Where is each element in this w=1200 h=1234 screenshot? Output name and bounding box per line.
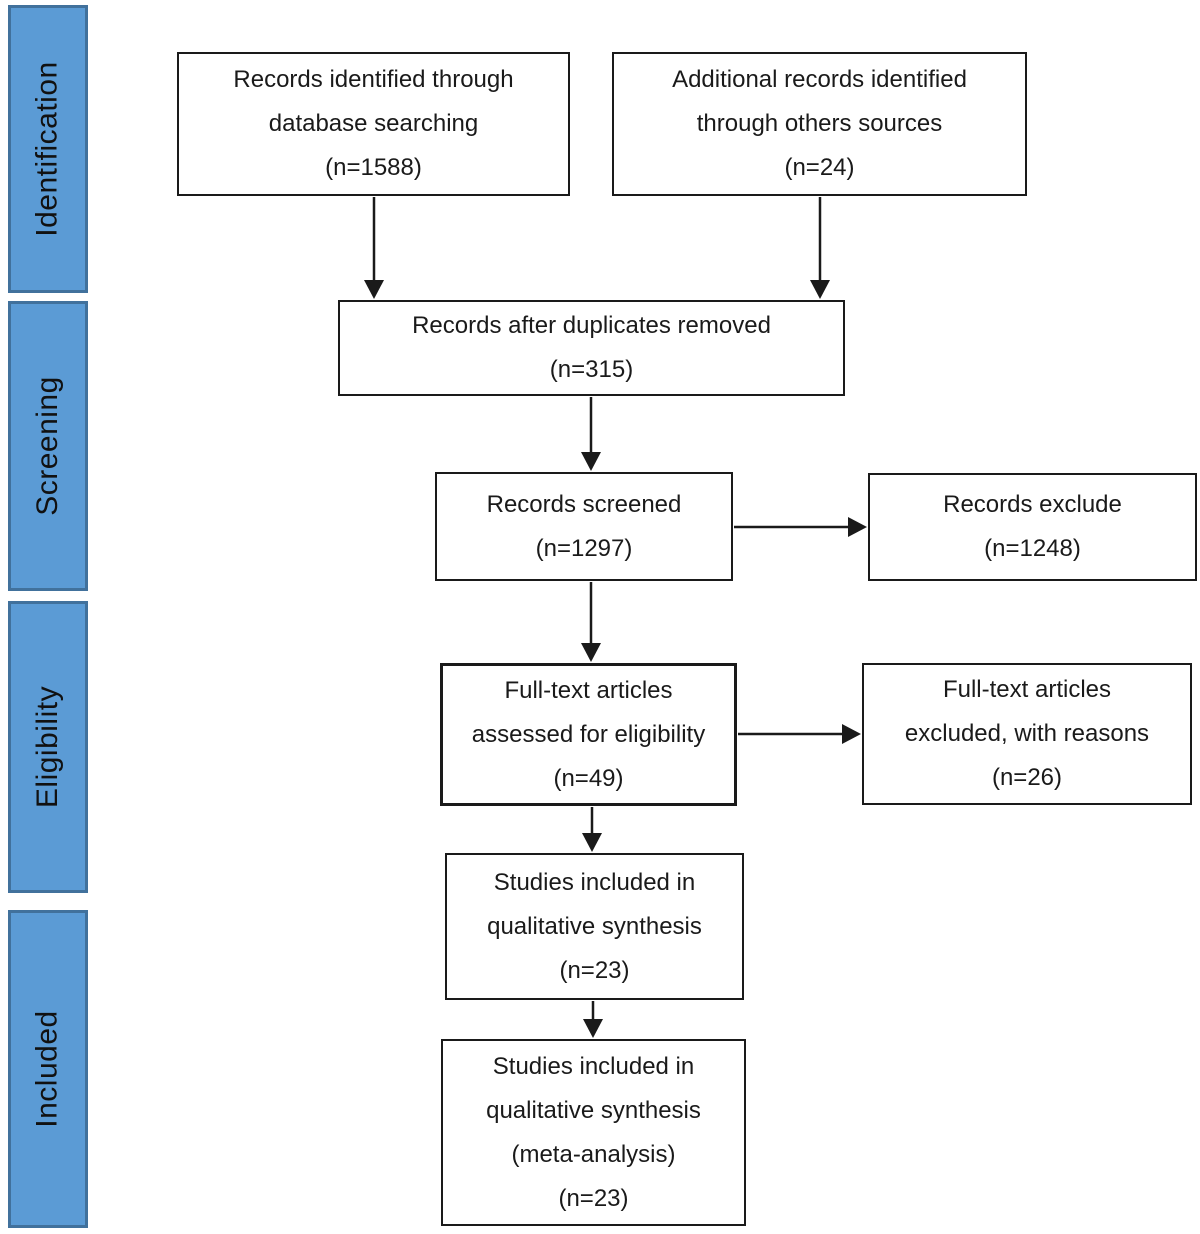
- box-fulltext-assessed: Full-text articles assessed for eligibil…: [440, 663, 737, 806]
- box-count: (n=1248): [984, 535, 1081, 562]
- box-count: (n=24): [784, 154, 855, 181]
- stage-label-screening: Screening: [31, 376, 64, 516]
- stage-bar-eligibility: Eligibility: [8, 601, 88, 893]
- box-count: (n=49): [553, 764, 624, 792]
- stage-bar-identification: Identification: [8, 5, 88, 293]
- box-count: (n=23): [558, 1184, 629, 1212]
- box-records-screened: Records screened (n=1297): [435, 472, 733, 581]
- box-count: (n=315): [549, 356, 634, 383]
- box-fulltext-excluded-with-reasons: Full-text articles excluded, with reason…: [862, 663, 1192, 805]
- box-text-line: assessed for eligibility: [471, 720, 706, 748]
- box-text-line: Records exclude: [943, 491, 1122, 518]
- box-additional-records-other-sources: Additional records identified through ot…: [612, 52, 1027, 196]
- stage-label-eligibility: Eligibility: [31, 685, 64, 809]
- box-count: (n=26): [991, 764, 1063, 791]
- box-text-line: Full-text articles: [504, 676, 673, 704]
- box-count: (n=23): [559, 956, 630, 984]
- box-text-line: Records identified through: [233, 66, 514, 93]
- box-text-line: qualitative synthesis: [486, 1096, 701, 1124]
- box-count: (n=1588): [325, 154, 422, 181]
- box-studies-meta-analysis: Studies included in qualitative synthesi…: [441, 1039, 746, 1226]
- stage-label-identification: Identification: [31, 61, 65, 237]
- box-text-line: Studies included in: [492, 1052, 695, 1080]
- box-records-excluded: Records exclude (n=1248): [868, 473, 1197, 581]
- box-text-line: (meta-analysis): [511, 1140, 676, 1168]
- box-text-line: excluded, with reasons: [904, 720, 1150, 747]
- box-text-line: Studies included in: [493, 868, 696, 896]
- stage-bar-screening: Screening: [8, 301, 88, 591]
- box-records-identified-database: Records identified through database sear…: [177, 52, 570, 196]
- box-text-line: qualitative synthesis: [487, 912, 702, 940]
- box-text-line: Full-text articles: [942, 676, 1112, 703]
- stage-label-included: Included: [31, 1010, 64, 1128]
- box-count: (n=1297): [535, 534, 633, 562]
- stage-bar-included: Included: [8, 910, 88, 1228]
- box-text-line: database searching: [268, 110, 479, 137]
- box-text-line: Records after duplicates removed: [412, 312, 771, 339]
- box-text-line: Records screened: [486, 490, 682, 518]
- box-text-line: Additional records identified: [672, 66, 967, 93]
- box-records-after-duplicates-removed: Records after duplicates removed (n=315): [338, 300, 845, 396]
- box-text-line: through others sources: [696, 110, 943, 137]
- box-studies-qualitative-synthesis: Studies included in qualitative synthesi…: [445, 853, 744, 1000]
